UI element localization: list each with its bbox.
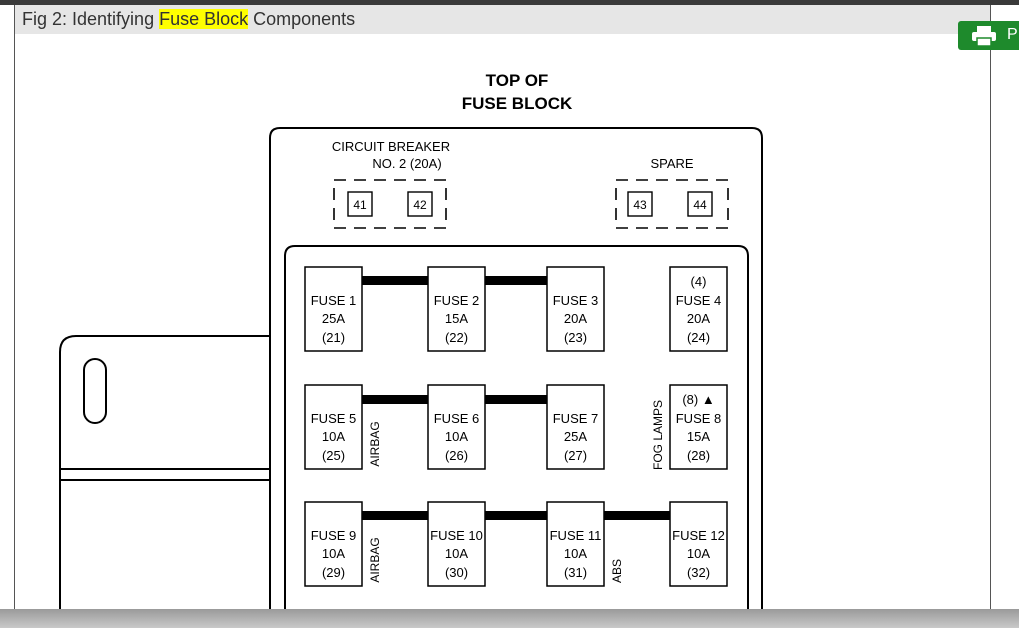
fuse-name: FUSE 11 <box>550 528 602 543</box>
fog-lamps-label: FOG LAMPS <box>651 400 665 470</box>
fuse-rating: 20A <box>564 311 587 326</box>
fuse-3: FUSE 3 20A (23) <box>546 266 605 352</box>
diagram-title-line2: FUSE BLOCK <box>462 94 573 113</box>
fuse-outline <box>669 384 728 470</box>
fuse-outline <box>546 501 605 587</box>
airbag-label-row3: AIRBAG <box>368 537 382 582</box>
fuse-outline <box>546 266 605 352</box>
fuse-outline <box>304 266 363 352</box>
bus-bar-row3 <box>305 511 727 520</box>
fuse-rating: 25A <box>322 311 345 326</box>
fuse-rating: 15A <box>687 429 710 444</box>
terminal-44-label: 44 <box>693 198 707 212</box>
fuse-outline <box>427 266 486 352</box>
terminal-41 <box>347 191 373 217</box>
terminal-42-label: 42 <box>413 198 427 212</box>
circuit-breaker-rating: NO. 2 (20A) <box>372 156 441 171</box>
diagram-title-line1: TOP OF <box>486 71 549 90</box>
terminal-43 <box>627 191 653 217</box>
fuse-4: (4) FUSE 4 20A (24) <box>669 266 728 352</box>
fuse-name: FUSE 4 <box>676 293 722 308</box>
fuse-rating: 10A <box>445 546 468 561</box>
fuse-name: FUSE 2 <box>434 293 480 308</box>
airbag-label-row2: AIRBAG <box>368 421 382 466</box>
terminal-44 <box>687 191 713 217</box>
top-border <box>0 0 1019 5</box>
fuse-rating: 15A <box>445 311 468 326</box>
fuse-name: FUSE 7 <box>553 411 599 426</box>
fuse-panel <box>284 245 749 622</box>
fuse-outline <box>546 384 605 470</box>
fuse-name: FUSE 5 <box>311 411 357 426</box>
fuse-7: FUSE 7 25A (27) <box>546 384 605 470</box>
right-border <box>990 5 991 609</box>
mounting-slot <box>83 358 107 424</box>
fuse-rating: 10A <box>322 429 345 444</box>
figure-caption: Fig 2: Identifying Fuse Block Components <box>22 9 355 30</box>
fuse-cavity: (22) <box>445 330 468 345</box>
fuse-12: FUSE 12 10A (32) <box>669 501 728 587</box>
printer-icon <box>972 26 996 46</box>
fuse-11: FUSE 11 10A (31) <box>546 501 605 587</box>
fuse-rating: 10A <box>445 429 468 444</box>
fuse-outline <box>427 501 486 587</box>
fuse-10: FUSE 10 10A (30) <box>427 501 486 587</box>
fuse-name: FUSE 6 <box>434 411 480 426</box>
fuse-name: FUSE 3 <box>553 293 599 308</box>
circuit-breaker-label: CIRCUIT BREAKER <box>332 139 450 154</box>
mounting-bracket <box>59 335 270 622</box>
fuse-8: (8) ▲ FUSE 8 15A (28) <box>669 384 728 470</box>
fuse-cavity: (32) <box>687 565 710 580</box>
fuse-1: FUSE 1 25A (21) <box>304 266 363 352</box>
fuse-outline <box>304 501 363 587</box>
abs-label: ABS <box>610 559 624 583</box>
fuse-cavity: (25) <box>322 448 345 463</box>
fuse-2: FUSE 2 15A (22) <box>427 266 486 352</box>
fuse-rating: 10A <box>687 546 710 561</box>
fuse-cavity: (30) <box>445 565 468 580</box>
fuse-outline <box>669 501 728 587</box>
terminal-42 <box>407 191 433 217</box>
fuse-rating: 25A <box>564 429 587 444</box>
terminal-43-label: 43 <box>633 198 647 212</box>
figure-caption-bar: Fig 2: Identifying Fuse Block Components <box>15 5 990 34</box>
fuse-6: FUSE 6 10A (26) <box>427 384 486 470</box>
fuse-cavity: (27) <box>564 448 587 463</box>
fuse-rating: 10A <box>322 546 345 561</box>
fuse-name: FUSE 1 <box>311 293 357 308</box>
fuse-cavity: (21) <box>322 330 345 345</box>
fuse-rating: 10A <box>564 546 587 561</box>
fuse-cavity: (31) <box>564 565 587 580</box>
fuse-name: FUSE 10 <box>430 528 483 543</box>
fuse-outline <box>427 384 486 470</box>
fuse-cavity: (24) <box>687 330 710 345</box>
fuse-outline <box>304 384 363 470</box>
terminal-41-label: 41 <box>353 198 367 212</box>
fuse-rating: 20A <box>687 311 710 326</box>
fuse-position: (8) ▲ <box>682 392 714 407</box>
fuse-name: FUSE 9 <box>311 528 357 543</box>
fuse-name: FUSE 12 <box>672 528 725 543</box>
print-button-label: P <box>1007 26 1018 43</box>
fuse-position: (4) <box>691 274 707 289</box>
fuse-cavity: (28) <box>687 448 710 463</box>
fuse-outline <box>669 266 728 352</box>
fuses: FUSE 1 25A (21) FUSE 2 15A (22) FUSE 3 20A (23) (… <box>304 266 728 587</box>
fuse-name: FUSE 8 <box>676 411 722 426</box>
caption-highlight: Fuse Block <box>159 9 249 29</box>
print-button[interactable]: P <box>958 21 1019 50</box>
fuse-9: FUSE 9 10A (29) <box>304 501 363 587</box>
fuse-cavity: (26) <box>445 448 468 463</box>
caption-suffix: Components <box>248 9 356 29</box>
spare-label: SPARE <box>650 156 693 171</box>
fuse-cavity: (23) <box>564 330 587 345</box>
bottom-scroll-bar <box>0 609 1019 628</box>
left-border <box>14 5 15 609</box>
caption-prefix: Fig 2: Identifying <box>22 9 160 29</box>
fuse-5: FUSE 5 10A (25) <box>304 384 363 470</box>
fuse-cavity: (29) <box>322 565 345 580</box>
